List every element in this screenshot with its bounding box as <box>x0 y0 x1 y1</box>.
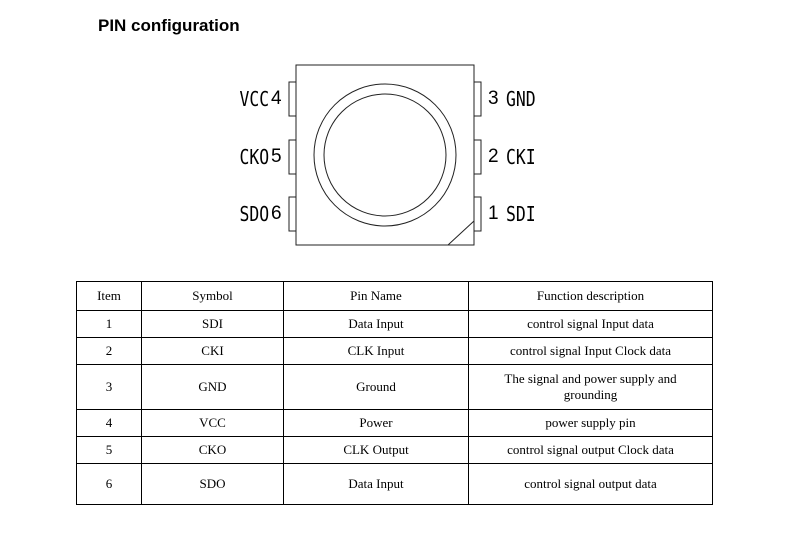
header-function: Function description <box>468 281 713 311</box>
cell-item: 5 <box>76 436 142 464</box>
pin-number-5: 5 <box>271 146 282 167</box>
pin-number-4: 4 <box>271 88 282 109</box>
table-row: 5 CKO CLK Output control signal output C… <box>76 436 713 464</box>
cell-function: power supply pin <box>468 409 713 437</box>
cell-symbol: VCC <box>141 409 284 437</box>
pin-tab-6 <box>288 196 297 232</box>
header-item: Item <box>76 281 142 311</box>
cell-pin-name: Ground <box>283 364 469 410</box>
pin-tab-5 <box>288 139 297 175</box>
cell-symbol: SDI <box>141 310 284 338</box>
cell-pin-name: Data Input <box>283 310 469 338</box>
pin-number-3: 3 <box>488 88 499 109</box>
cell-function: control signal Input data <box>468 310 713 338</box>
pin-label-sdi: SDI <box>506 202 536 226</box>
pin-label-cki: CKI <box>506 145 536 169</box>
cell-function: The signal and power supply and groundin… <box>468 364 713 410</box>
lens-inner-ring <box>323 93 447 217</box>
cell-symbol: GND <box>141 364 284 410</box>
table-header-row: Item Symbol Pin Name Function descriptio… <box>76 281 713 311</box>
lens-outer-ring <box>313 83 457 227</box>
section-heading: PIN configuration <box>98 16 240 35</box>
pin-table: Item Symbol Pin Name Function descriptio… <box>76 281 713 505</box>
pin-label-gnd: GND <box>506 87 536 111</box>
cell-symbol: SDO <box>141 463 284 505</box>
pin-number-2: 2 <box>488 146 499 167</box>
cell-function: control signal output data <box>468 463 713 505</box>
cell-pin-name: Data Input <box>283 463 469 505</box>
cell-symbol: CKI <box>141 337 284 365</box>
cell-item: 1 <box>76 310 142 338</box>
header-pin-name: Pin Name <box>283 281 469 311</box>
package-body <box>295 64 475 246</box>
pin-label-sdo: SDO <box>239 202 269 226</box>
pin-label-vcc: VCC <box>239 87 269 111</box>
cell-symbol: CKO <box>141 436 284 464</box>
pin-tab-2 <box>473 139 482 175</box>
table-row: 6 SDO Data Input control signal output d… <box>76 463 713 505</box>
cell-function: control signal output Clock data <box>468 436 713 464</box>
table-row: 1 SDI Data Input control signal Input da… <box>76 310 713 338</box>
cell-function: control signal Input Clock data <box>468 337 713 365</box>
pin-number-1: 1 <box>488 203 499 224</box>
pin-number-6: 6 <box>271 203 282 224</box>
cell-pin-name: CLK Input <box>283 337 469 365</box>
table-row: 4 VCC Power power supply pin <box>76 409 713 437</box>
cell-pin-name: CLK Output <box>283 436 469 464</box>
header-symbol: Symbol <box>141 281 284 311</box>
table-row: 3 GND Ground The signal and power supply… <box>76 364 713 410</box>
pin1-corner-mark <box>447 220 475 246</box>
cell-item: 4 <box>76 409 142 437</box>
table-row: 2 CKI CLK Input control signal Input Clo… <box>76 337 713 365</box>
pin-tab-3 <box>473 81 482 117</box>
pin-tab-4 <box>288 81 297 117</box>
cell-item: 3 <box>76 364 142 410</box>
cell-pin-name: Power <box>283 409 469 437</box>
pin-tab-1 <box>473 196 482 232</box>
cell-item: 2 <box>76 337 142 365</box>
pin-label-cko: CKO <box>239 145 269 169</box>
led-package-diagram <box>288 64 482 246</box>
cell-item: 6 <box>76 463 142 505</box>
